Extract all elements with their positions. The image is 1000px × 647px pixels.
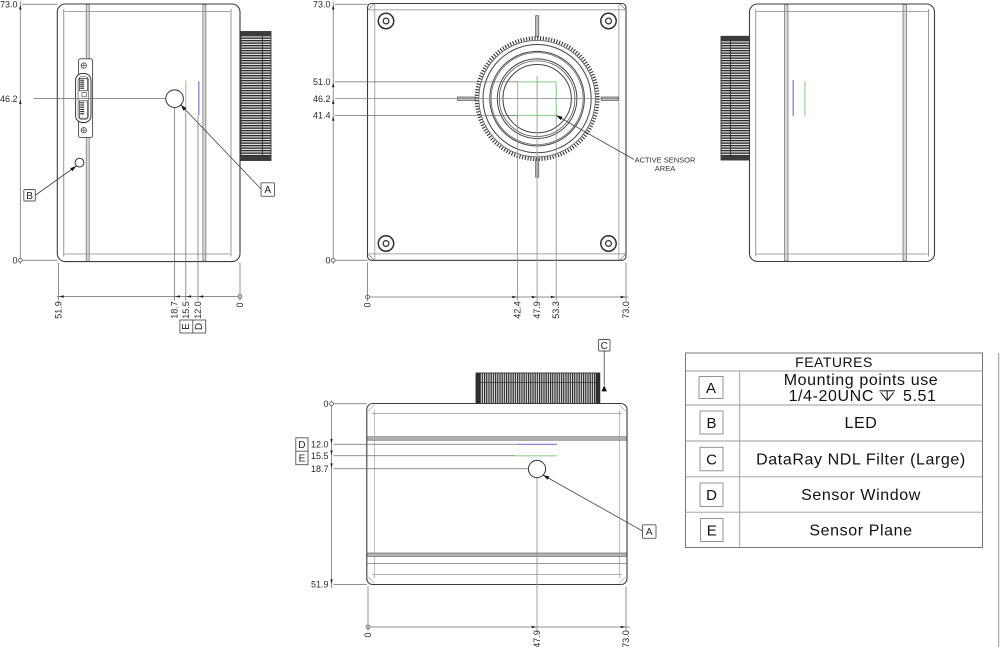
svg-text:0: 0 <box>363 632 373 637</box>
svg-text:18.7: 18.7 <box>170 301 180 319</box>
svg-text:51.9: 51.9 <box>311 580 329 590</box>
svg-text:42.4: 42.4 <box>513 301 523 319</box>
svg-text:E: E <box>181 323 192 330</box>
svg-text:1/4-20UNC: 1/4-20UNC <box>789 388 874 405</box>
svg-text:46.2: 46.2 <box>313 94 331 104</box>
svg-text:Sensor Plane: Sensor Plane <box>809 523 912 540</box>
svg-text:DataRay NDL Filter (Large): DataRay NDL Filter (Large) <box>756 452 966 469</box>
svg-text:5.51: 5.51 <box>903 388 937 405</box>
svg-text:73.0: 73.0 <box>621 630 631 647</box>
svg-text:46.2: 46.2 <box>0 94 18 104</box>
svg-text:15.5: 15.5 <box>181 301 191 319</box>
svg-text:C: C <box>706 451 717 468</box>
svg-text:D: D <box>706 487 717 504</box>
svg-text:12.0: 12.0 <box>311 440 329 450</box>
svg-text:73.0: 73.0 <box>621 301 631 319</box>
svg-text:0: 0 <box>323 399 328 409</box>
svg-text:D: D <box>298 440 305 451</box>
svg-text:0: 0 <box>235 302 245 307</box>
svg-text:47.9: 47.9 <box>532 301 542 319</box>
svg-text:15.5: 15.5 <box>311 451 329 461</box>
svg-text:Sensor Window: Sensor Window <box>801 487 921 504</box>
svg-text:A: A <box>646 527 653 538</box>
svg-text:D: D <box>194 323 205 330</box>
svg-text:51.9: 51.9 <box>54 301 64 319</box>
svg-text:47.9: 47.9 <box>532 630 542 647</box>
svg-text:18.7: 18.7 <box>311 464 329 474</box>
svg-text:B: B <box>26 191 33 202</box>
svg-text:73.0: 73.0 <box>313 0 331 9</box>
svg-text:41.4: 41.4 <box>313 111 331 121</box>
svg-text:E: E <box>707 522 717 539</box>
svg-text:A: A <box>264 185 271 196</box>
svg-text:LED: LED <box>845 415 878 432</box>
svg-text:B: B <box>706 415 716 432</box>
svg-text:0: 0 <box>12 256 17 266</box>
svg-text:A: A <box>706 380 716 397</box>
svg-text:C: C <box>601 341 608 352</box>
svg-text:FEATURES: FEATURES <box>795 354 873 370</box>
svg-text:ACTIVE SENSOR: ACTIVE SENSOR <box>635 156 696 165</box>
svg-text:Mounting points use: Mounting points use <box>784 372 939 389</box>
svg-text:51.0: 51.0 <box>313 77 331 87</box>
svg-text:E: E <box>299 454 306 465</box>
svg-text:53.3: 53.3 <box>551 301 561 319</box>
svg-text:0: 0 <box>325 256 330 266</box>
svg-text:0: 0 <box>363 302 373 307</box>
svg-text:AREA: AREA <box>655 164 675 173</box>
svg-text:12.0: 12.0 <box>193 301 203 319</box>
svg-text:73.0: 73.0 <box>0 0 18 9</box>
